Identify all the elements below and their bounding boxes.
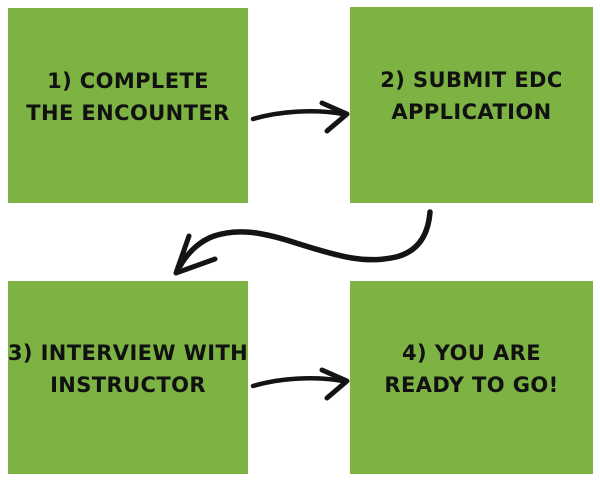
flow-step-3-box: 3) INTERVIEW WITH INSTRUCTOR	[8, 281, 248, 474]
flow-step-4-line-1: 4) YOU ARE	[402, 340, 541, 365]
flow-step-2-line-2: APPLICATION	[391, 100, 552, 124]
curved-arrow-icon	[173, 209, 433, 276]
flow-step-4-line-2: READY TO GO!	[384, 372, 559, 397]
arrow-right-icon	[250, 100, 350, 134]
flow-step-1-line-2: THE ENCOUNTER	[26, 100, 230, 125]
flow-step-3-line-2: INSTRUCTOR	[50, 372, 206, 397]
flow-step-3-line-1: 3) INTERVIEW WITH	[7, 340, 249, 365]
flow-step-2-box: 2) SUBMIT EDC APPLICATION	[350, 7, 593, 203]
arrow-right-icon	[250, 367, 350, 401]
flow-step-4-box: 4) YOU ARE READY TO GO!	[350, 281, 593, 474]
flow-step-1-line-1: 1) COMPLETE	[47, 68, 209, 93]
flow-step-2-line-1: 2) SUBMIT EDC	[380, 68, 563, 92]
flow-step-1-box: 1) COMPLETE THE ENCOUNTER	[8, 8, 248, 203]
